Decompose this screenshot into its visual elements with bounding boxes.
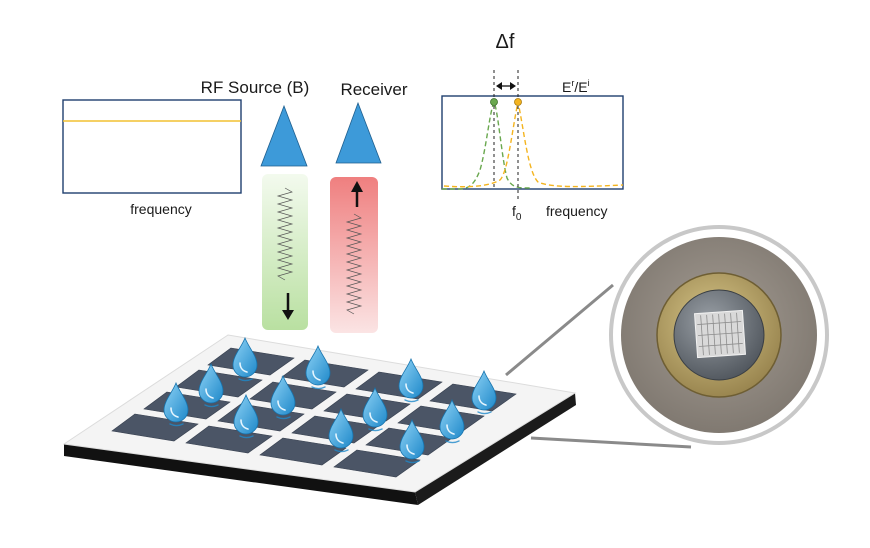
receiver-label: Receiver: [340, 80, 407, 99]
receive-arrow-head: [351, 181, 363, 192]
callout-line-bottom: [530, 436, 692, 449]
delta-f-label: Δf: [496, 31, 515, 53]
reference-peak-dot: [490, 98, 498, 106]
coin-sensor-pattern: [697, 312, 743, 356]
delta-f-arrow-left: [496, 82, 502, 90]
source-spectrum-panel: frequency: [62, 99, 242, 217]
rf-source-label: RF Source (B): [201, 78, 310, 97]
delta-f-arrow-right: [510, 82, 516, 90]
reflection-spectrum-frame: [441, 95, 624, 190]
transmit-wave: [276, 187, 294, 281]
board-side: [415, 393, 576, 505]
callout-line-top: [505, 283, 614, 377]
receive-beam: [330, 177, 378, 333]
sensor-photo-inset: [609, 225, 829, 445]
receive-wave: [345, 213, 363, 315]
shifted-peak-dot: [514, 98, 522, 106]
ratio-label: Er/Ei: [562, 78, 590, 95]
receiver-antenna: [335, 101, 382, 164]
reflection-frequency-label: frequency: [546, 203, 607, 219]
source-spectrum-frame: [62, 99, 242, 194]
sensor-tile: [333, 449, 421, 478]
transmit-arrow-head: [282, 310, 294, 320]
board-base: [64, 444, 418, 505]
transmit-beam: [262, 174, 308, 330]
sensor-board: [62, 334, 577, 505]
sensor-tile: [259, 437, 347, 466]
source-frequency-label: frequency: [130, 201, 191, 217]
reference-peak-curve: [442, 100, 531, 190]
reflection-spectrum-panel: Δf Er/Ei f0 frequency: [441, 31, 624, 223]
f0-label: f0: [512, 203, 522, 223]
board-top: [62, 334, 577, 493]
rf-source-antenna: [260, 104, 308, 167]
